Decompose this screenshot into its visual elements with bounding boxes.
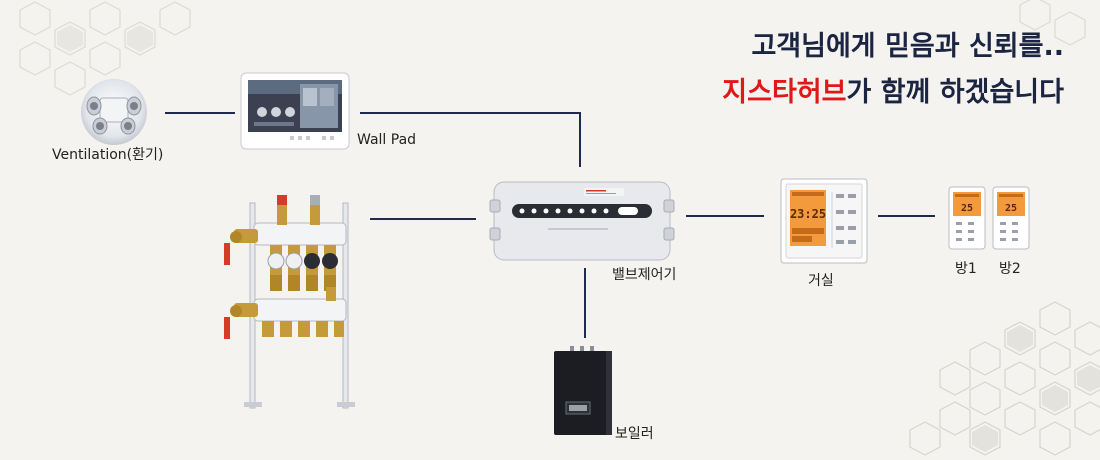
wall-pad[interactable] — [240, 72, 350, 150]
connector-manifold-controller — [370, 218, 476, 220]
ventilation-label: Ventilation(환기) — [52, 147, 164, 163]
boiler-label: 보일러 — [615, 426, 654, 442]
connector-livingroom-rooms — [878, 215, 935, 217]
connector-ventilation-wallpad — [165, 112, 235, 114]
wall-pad-label: Wall Pad — [357, 132, 417, 148]
room2-display: 25 — [1005, 203, 1017, 214]
hexagon-pattern-top-left — [19, 1, 191, 96]
valve-controller[interactable] — [488, 180, 676, 262]
headline-line-2: 지스타허브가 함께 하겠습니다 — [722, 70, 1064, 109]
room2-label: 방2 — [999, 261, 1021, 277]
valve-controller-label: 밸브제어기 — [612, 267, 677, 283]
room1-thermostat[interactable]: 25 — [948, 186, 986, 250]
headline-line-2-rest: 가 함께 하겠습니다 — [846, 77, 1064, 108]
room1-display: 25 — [961, 203, 973, 214]
room1-label: 방1 — [955, 261, 977, 277]
room-thermostat-icon: 25 — [992, 186, 1030, 250]
living-room-display: 23:25 — [790, 207, 826, 221]
headline-line-1: 고객님에게 믿음과 신뢰를.. — [751, 31, 1064, 62]
connector-wallpad-horizontal — [360, 112, 581, 114]
wall-pad-icon — [240, 72, 350, 150]
manifold[interactable] — [222, 195, 362, 417]
boiler-icon — [554, 346, 612, 435]
brand-name: 지스타허브 — [722, 77, 847, 108]
valve-controller-icon — [489, 181, 675, 261]
living-room-thermostat[interactable]: 23:25 — [780, 178, 868, 264]
thermostat-icon: 23:25 — [780, 178, 868, 264]
hexagon-pattern-bottom-right — [909, 301, 1100, 456]
room2-thermostat[interactable]: 25 — [992, 186, 1030, 250]
manifold-icon — [224, 195, 355, 409]
hexagon-pattern-top-right — [1019, 0, 1086, 46]
room-thermostat-icon: 25 — [948, 186, 986, 250]
connector-controller-livingroom — [686, 215, 764, 217]
ventilation-unit[interactable] — [80, 78, 148, 146]
connector-controller-boiler — [584, 268, 586, 338]
connector-wallpad-vertical — [579, 112, 581, 167]
boiler[interactable] — [550, 346, 616, 438]
ventilation-unit-icon — [81, 79, 147, 145]
living-room-label: 거실 — [808, 273, 834, 289]
